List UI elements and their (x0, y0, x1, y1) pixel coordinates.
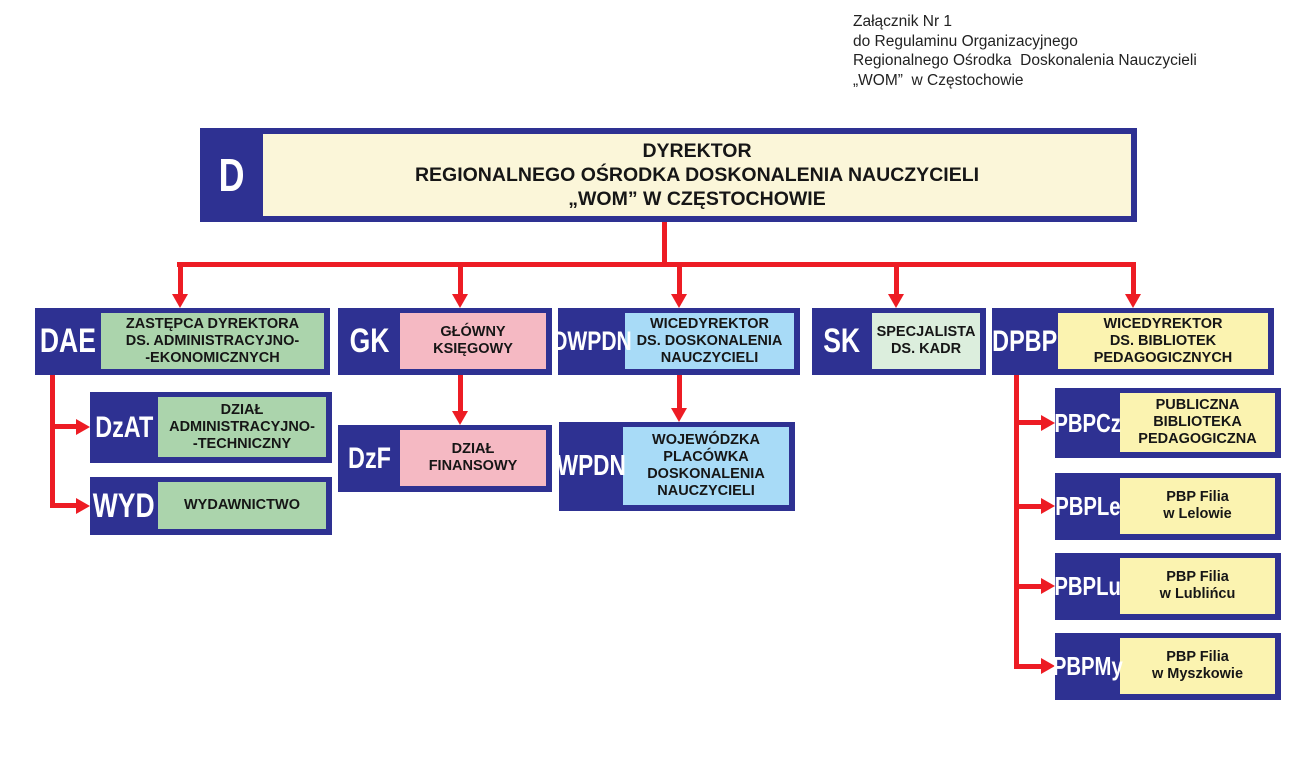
node-dyrektor: D DYREKTOR REGIONALNEGO OŚRODKA DOSKONAL… (200, 128, 1137, 222)
node-dzf-code-text: DzF (347, 441, 391, 475)
arrowhead-down-sk-icon (888, 294, 904, 308)
node-pbpcz: PBPCz PUBLICZNA BIBLIOTEKA PEDAGOGICZNA (1054, 388, 1281, 458)
arrowhead-down-dpbp-icon (1125, 294, 1141, 308)
arrowhead-right-pbpmy-icon (1041, 658, 1055, 674)
node-dyrektor-label: DYREKTOR REGIONALNEGO OŚRODKA DOSKONALEN… (263, 134, 1131, 216)
node-pbpcz-code: PBPCz (1054, 388, 1121, 458)
node-dwpdn-label: WICEDYREKTOR DS. DOSKONALENIA NAUCZYCIEL… (625, 313, 794, 369)
node-gk-code-text: GK (349, 322, 389, 360)
node-pbple-label: PBP Filia w Lelowie (1120, 478, 1275, 534)
node-dae-code-text: DAE (40, 322, 97, 360)
connector-rail-to-dwpdn (677, 262, 682, 294)
node-dzat-code-text: DzAT (94, 410, 154, 444)
node-sk-code-text: SK (823, 322, 861, 360)
node-pbplu-label: PBP Filia w Lublińcu (1120, 558, 1275, 614)
node-pbpcz-code-text: PBPCz (1054, 407, 1121, 438)
connector-rail-to-sk (894, 262, 899, 294)
node-pbplu-code: PBPLu (1054, 553, 1121, 620)
node-pbple-code: PBPLe (1055, 473, 1120, 540)
connector-rail-to-dae (178, 262, 183, 294)
node-wyd: WYD WYDAWNICTWO (90, 477, 332, 535)
node-gk: GK GŁÓWNY KSIĘGOWY (338, 308, 552, 375)
arrowhead-right-dzat-icon (76, 419, 90, 435)
node-dwpdn: DWPDN WICEDYREKTOR DS. DOSKONALENIA NAUC… (552, 308, 800, 375)
connector-dpbp-branch-rail (1014, 375, 1019, 669)
node-gk-label: GŁÓWNY KSIĘGOWY (400, 313, 546, 369)
node-wpdn-code-text: WPDN (556, 450, 626, 482)
arrowhead-right-pbpcz-icon (1041, 415, 1055, 431)
arrowhead-down-dzf-icon (452, 411, 468, 425)
connector-dpbp-to-pbple (1014, 504, 1042, 509)
node-dzat: DzAT DZIAŁ ADMINISTRACYJNO- -TECHNICZNY (90, 392, 332, 463)
node-pbpmy-label: PBP Filia w Myszkowie (1120, 638, 1275, 694)
node-gk-code: GK (338, 308, 400, 375)
node-sk-code: SK (812, 308, 872, 375)
node-dae-label: ZASTĘPCA DYREKTORA DS. ADMINISTRACYJNO- … (101, 313, 324, 369)
node-dzf-label: DZIAŁ FINANSOWY (400, 430, 546, 486)
node-dzat-label: DZIAŁ ADMINISTRACYJNO- -TECHNICZNY (158, 397, 326, 457)
arrowhead-right-pbplu-icon (1041, 578, 1055, 594)
node-dzf: DzF DZIAŁ FINANSOWY (338, 425, 552, 492)
node-pbpmy: PBPMy PBP Filia w Myszkowie (1052, 633, 1281, 700)
node-dzf-code: DzF (338, 425, 400, 492)
arrowhead-down-wpdn-icon (671, 408, 687, 422)
connector-gk-to-dzf (458, 375, 463, 411)
node-sk: SK SPECJALISTA DS. KADR (812, 308, 986, 375)
connector-rail (177, 262, 1136, 267)
arrowhead-down-dwpdn-icon (671, 294, 687, 308)
node-wyd-code: WYD (90, 477, 158, 535)
arrowhead-right-wyd-icon (76, 498, 90, 514)
connector-dpbp-to-pbpmy (1014, 664, 1042, 669)
node-sk-label: SPECJALISTA DS. KADR (872, 313, 980, 369)
node-pbpcz-label: PUBLICZNA BIBLIOTEKA PEDAGOGICZNA (1120, 393, 1275, 452)
connector-rail-to-dpbp (1131, 262, 1136, 294)
connector-dae-branch-rail (50, 375, 55, 507)
node-dwpdn-code-text: DWPDN (551, 326, 632, 356)
node-dzat-code: DzAT (90, 392, 158, 463)
node-dyrektor-code: D (200, 128, 263, 222)
attachment-note: Załącznik Nr 1 do Regulaminu Organizacyj… (853, 13, 1197, 89)
node-wpdn-code: WPDN (556, 422, 626, 511)
node-wyd-code-text: WYD (93, 486, 155, 525)
node-dae: DAE ZASTĘPCA DYREKTORA DS. ADMINISTRACYJ… (35, 308, 330, 375)
connector-dae-to-wyd (50, 503, 77, 508)
connector-dpbp-to-pbplu (1014, 584, 1042, 589)
node-pbple-code-text: PBPLe (1054, 491, 1121, 521)
node-dwpdn-code: DWPDN (552, 308, 632, 375)
connector-rail-to-gk (458, 262, 463, 294)
node-dyrektor-code-text: D (218, 149, 245, 201)
node-dae-code: DAE (35, 308, 101, 375)
node-pbple: PBPLe PBP Filia w Lelowie (1055, 473, 1281, 540)
node-dpbp-code-text: DPBP (992, 324, 1058, 358)
node-pbpmy-code: PBPMy (1052, 633, 1123, 700)
arrowhead-down-gk-icon (452, 294, 468, 308)
connector-dae-to-dzat (50, 424, 77, 429)
node-wpdn-label: WOJEWÓDZKA PLACÓWKA DOSKONALENIA NAUCZYC… (623, 427, 789, 505)
node-wyd-label: WYDAWNICTWO (158, 482, 326, 529)
arrowhead-down-dae-icon (172, 294, 188, 308)
node-dpbp: DPBP WICEDYREKTOR DS. BIBLIOTEK PEDAGOGI… (992, 308, 1274, 375)
node-dpbp-code: DPBP (992, 308, 1058, 375)
arrowhead-right-pbple-icon (1041, 498, 1055, 514)
node-pbplu-code-text: PBPLu (1054, 571, 1121, 601)
node-pbpmy-code-text: PBPMy (1052, 651, 1123, 681)
connector-dwpdn-to-wpdn (677, 375, 682, 408)
node-wpdn: WPDN WOJEWÓDZKA PLACÓWKA DOSKONALENIA NA… (556, 422, 795, 511)
connector-root-stem (662, 222, 667, 265)
connector-dpbp-to-pbpcz (1014, 420, 1042, 425)
node-dpbp-label: WICEDYREKTOR DS. BIBLIOTEK PEDAGOGICZNYC… (1058, 313, 1268, 369)
node-pbplu: PBPLu PBP Filia w Lublińcu (1054, 553, 1281, 620)
